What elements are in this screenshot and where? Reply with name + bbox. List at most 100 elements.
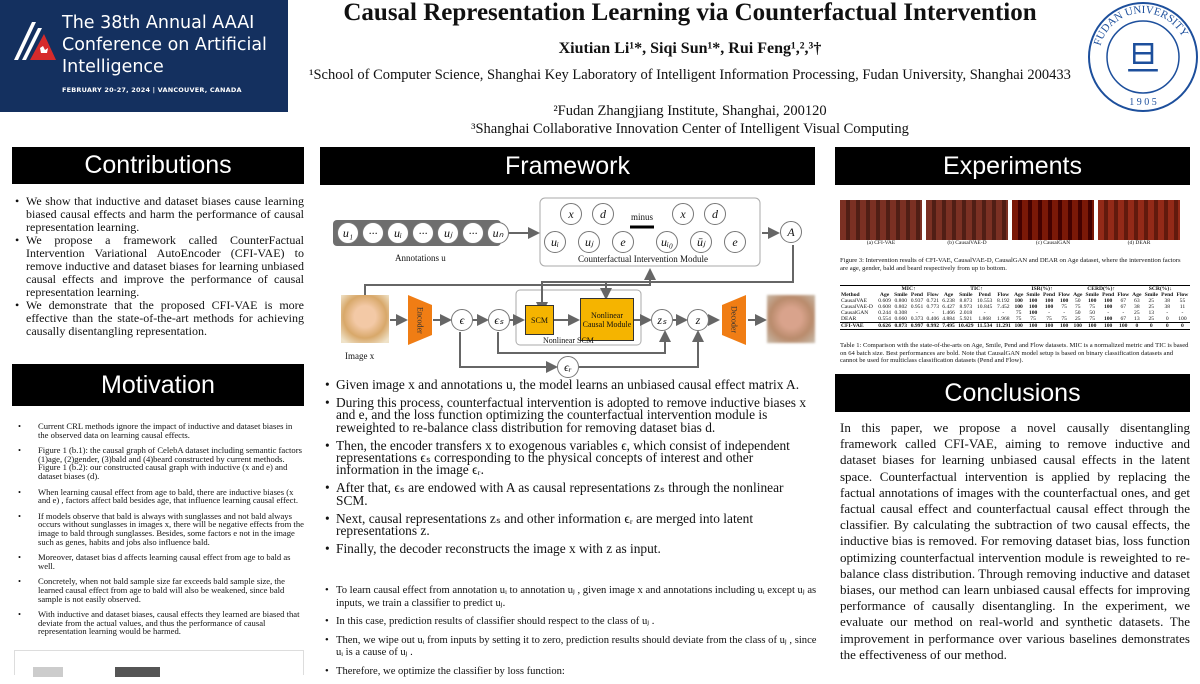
table-cell: 75: [1015, 316, 1022, 322]
cim-label: Counterfactual Intervention Module: [578, 254, 708, 264]
face-grid-image: [840, 200, 922, 240]
table-header-cell: Smile: [1085, 292, 1099, 298]
list-item: Finally, the decoder reconstructs the im…: [322, 542, 817, 556]
table-header-cell: Smile: [959, 292, 973, 298]
table-header-cell: Pend: [1042, 292, 1056, 298]
table-cell: 0.937: [910, 298, 924, 304]
table-cell: -: [1166, 310, 1169, 316]
table-cell: 67: [1120, 316, 1127, 322]
table-cell: -: [1063, 310, 1066, 316]
table-cell: 5.921: [959, 316, 973, 322]
table-cell: -: [1122, 310, 1125, 316]
table-cell: 100: [1028, 298, 1038, 304]
framework-list: Given image x and annotations u, the mod…: [322, 378, 817, 561]
annotation-node: uⱼ: [437, 222, 459, 244]
table-cell: 0.609: [878, 298, 891, 304]
table-cell: 100: [1100, 322, 1116, 330]
node-z: z: [687, 309, 709, 331]
table-cell: 75: [1089, 316, 1095, 322]
table-header-cell: Age: [1073, 292, 1083, 298]
reconstructed-face-image: [767, 295, 815, 343]
annotation-nodes: u₁ ··· uᵢ ··· uⱼ ··· uₙ: [337, 222, 509, 244]
section-header-motivation: Motivation: [12, 364, 304, 406]
table-header-cell: Age: [943, 292, 954, 298]
table-cell: 50: [1074, 298, 1081, 304]
intervention-figure: (a) CFI-VAE(b) CausalVAE-D(c) CausalGAN(…: [840, 200, 1190, 272]
table-cell: 0.951: [910, 304, 924, 310]
list-item: Figure 1 (b.1): the causal graph of Cele…: [12, 446, 304, 480]
table-header-cell: Pend: [910, 292, 924, 298]
table-cell: 75: [1074, 304, 1081, 310]
table-cell: 100: [1056, 322, 1072, 330]
table-cell: 6.238: [942, 298, 955, 304]
table-group-cell: CERD(%)↑: [1071, 285, 1131, 292]
table-cell: 13: [1134, 316, 1140, 322]
table-cell: 10.553: [976, 298, 993, 304]
table-cell: 25: [1074, 316, 1081, 322]
subfigure: (c) CausalGAN: [1012, 200, 1094, 246]
encoder-block: Encoder: [408, 295, 432, 345]
table-cell: 11.534: [975, 322, 995, 330]
face-grid-image: [1098, 200, 1180, 240]
table-cell: 13: [1148, 310, 1155, 316]
list-item: Given image x and annotations u, the mod…: [322, 378, 817, 392]
affiliation-1: ¹School of Computer Science, Shanghai Ke…: [309, 67, 1071, 83]
table-cell: 0.608: [878, 304, 891, 310]
table-cell: 100: [1178, 316, 1187, 322]
table-cell: 0.800: [894, 298, 908, 304]
table-cell: 0.873: [892, 322, 910, 330]
list-item: During this process, counterfactual inte…: [322, 396, 817, 434]
table-header-cell: Age: [879, 292, 890, 298]
list-item: With inductive and dataset biases, causa…: [12, 610, 304, 636]
table-cell: 55: [1179, 298, 1186, 304]
table-header-cell: Pend: [1102, 292, 1115, 298]
list-item: We propose a framework called CounterFac…: [12, 234, 304, 298]
table-cell: -: [1048, 310, 1050, 316]
subfigure-caption: (c) CausalGAN: [1035, 240, 1071, 246]
table-cell: 0: [1165, 316, 1169, 322]
figure-caption: Figure 3: Intervention results of CFI-VA…: [840, 257, 1181, 272]
table-cell: 0.997: [909, 322, 925, 330]
table-cell: 0.244: [878, 310, 891, 316]
table-cell: 38: [1164, 298, 1171, 304]
nonlinear-scm-label: Nonlinear SCM: [543, 336, 594, 345]
section-header-contributions: Contributions: [12, 147, 304, 184]
list-item: We demonstrate that the proposed CFI-VAE…: [12, 299, 304, 338]
table-cell: 75: [1046, 316, 1052, 322]
table-cell: CausalVAE-D: [841, 304, 873, 310]
table-cell: 8.973: [959, 304, 973, 310]
table-cell: 67: [1120, 304, 1127, 310]
annotation-node: ···: [412, 222, 434, 244]
table-cell: 100: [1044, 298, 1054, 304]
node-epsilon-r: ϵᵣ: [557, 356, 579, 378]
conference-banner: The 38th Annual AAAI Conference on Artif…: [0, 0, 288, 112]
table-cell: 100: [1028, 310, 1038, 316]
table-cell: 0.406: [926, 316, 940, 322]
table-group-cell: [840, 285, 877, 292]
table-header-cell: Smile: [1026, 292, 1040, 298]
table-cell: 100: [1028, 304, 1038, 310]
table-header-cell: Method: [841, 292, 860, 298]
table-cell: CausalGAN: [841, 310, 869, 316]
table-cell: -: [1002, 310, 1005, 316]
node-ui0: uᵢ₀: [656, 231, 678, 253]
table-header-cell: Flow: [1117, 292, 1130, 298]
aaai-logo-icon: [14, 22, 56, 60]
node-z-s: zₛ: [651, 309, 673, 331]
contributions-list: We show that inductive and dataset biase…: [12, 195, 304, 339]
table-cell: 2.018: [959, 310, 973, 316]
table-cell: 4.884: [942, 316, 955, 322]
list-item: In this case, prediction results of clas…: [322, 616, 817, 629]
face-grid-image: [1012, 200, 1094, 240]
table-cell: 0.626: [876, 322, 893, 330]
node-epsilon-s: ϵₛ: [488, 309, 510, 331]
table-cell: 75: [1030, 316, 1036, 322]
table-cell: 0: [1142, 322, 1160, 330]
list-item: We show that inductive and dataset biase…: [12, 195, 304, 234]
table-cell: 7.495: [940, 322, 957, 330]
table-cell: 8.192: [997, 298, 1010, 304]
